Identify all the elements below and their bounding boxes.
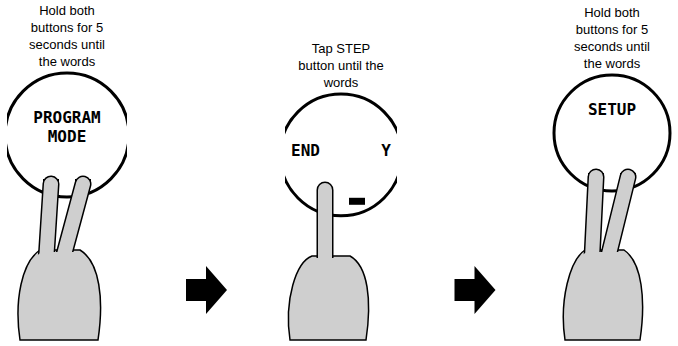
display-outline — [554, 75, 670, 191]
display-text-wrap: END Y — [291, 141, 391, 160]
display-text-wrap: SETUP — [588, 100, 636, 119]
caption-wrap: Tap STEP button until the words — [285, 40, 397, 91]
caption-wrap: Hold both buttons for 5 seconds until th… — [7, 2, 127, 70]
display-text-wrap: PROGRAM MODE — [25, 108, 109, 146]
hand-fill — [298, 258, 362, 280]
caption-wrap: Hold both buttons for 5 seconds until th… — [552, 4, 672, 72]
finger — [325, 190, 326, 266]
hand-fill — [28, 252, 92, 275]
hand — [288, 256, 368, 340]
display-text: END — [291, 141, 320, 160]
fingers — [46, 184, 83, 262]
fingers — [592, 177, 628, 258]
instruction-caption: Tap STEP button until the words — [295, 40, 387, 91]
hand — [18, 250, 101, 340]
instruction-caption: Hold both buttons for 5 seconds until th… — [566, 4, 658, 72]
display-outline — [7, 73, 127, 197]
display-text: SETUP — [588, 100, 636, 119]
display-text: PROGRAM MODE — [25, 108, 109, 146]
flow-arrow — [397, 266, 552, 314]
display-outline — [285, 94, 397, 216]
flow-arrow — [127, 266, 285, 314]
instruction-caption: Hold both buttons for 5 seconds until th… — [21, 2, 113, 70]
button — [349, 198, 365, 205]
display-text: Y — [381, 141, 391, 160]
hand — [563, 250, 642, 340]
hand-fill — [574, 252, 636, 274]
